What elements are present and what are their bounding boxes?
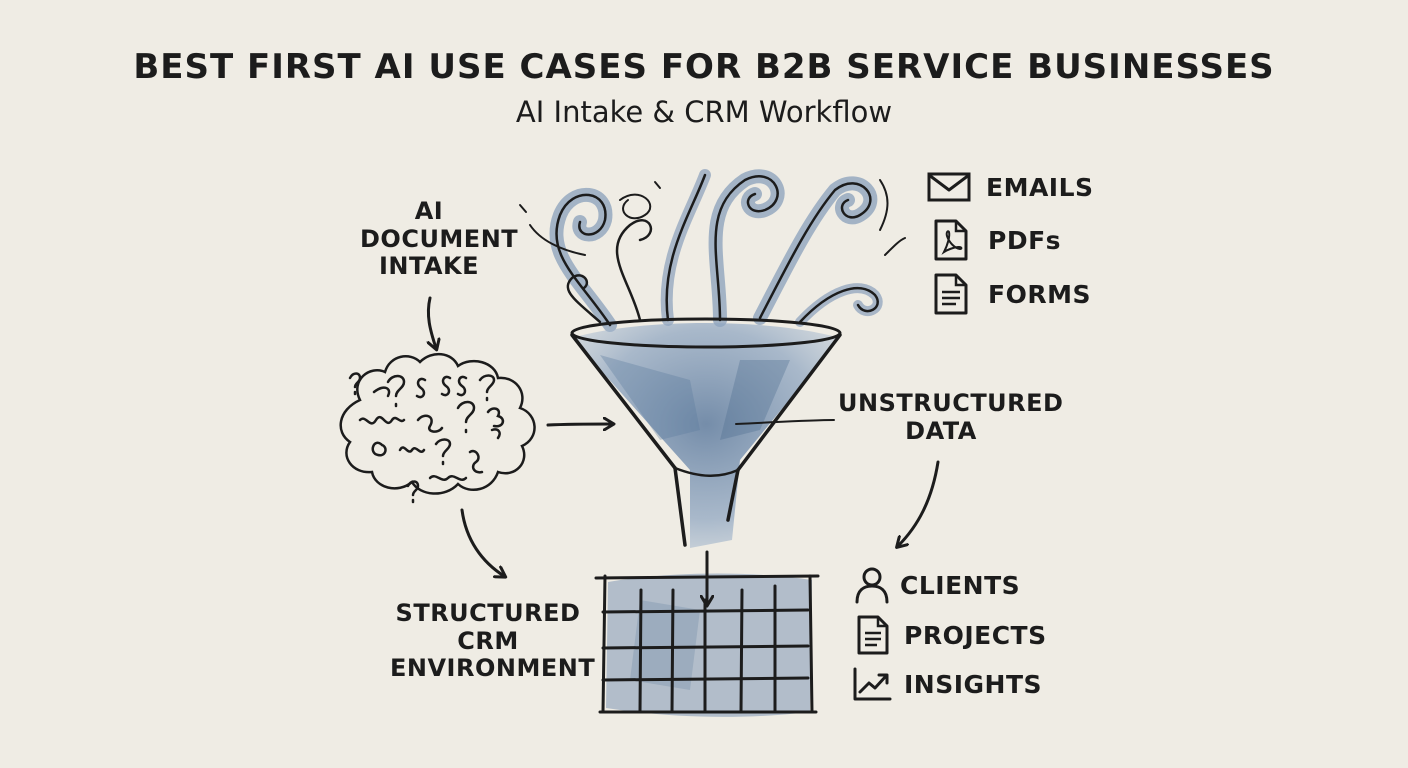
- form-icon: [934, 273, 968, 315]
- messy-data-cloud: [339, 353, 536, 504]
- person-icon: [855, 567, 889, 604]
- input-emails: EMAILS: [926, 170, 1094, 204]
- document-icon: [857, 615, 889, 655]
- label-ai-document-intake: AI DOCUMENT INTAKE: [360, 197, 519, 281]
- output-insights: INSIGHTS: [852, 666, 1042, 702]
- pointer-line-unstructured: [735, 419, 835, 425]
- arrow-cloud-to-crm: [460, 508, 504, 576]
- pdf-icon: [934, 219, 968, 261]
- arrow-unstructured-to-outputs: [898, 460, 940, 546]
- label-unstructured-data: UNSTRUCTURED DATA: [838, 389, 1064, 445]
- output-clients: CLIENTS: [854, 566, 1020, 604]
- chart-icon: [853, 667, 892, 701]
- input-forms: FORMS: [932, 272, 1091, 316]
- arrow-intake-to-cloud: [428, 296, 436, 348]
- label-structured-crm-environment: STRUCTURED CRM ENVIRONMENT: [390, 599, 596, 683]
- arrow-cloud-to-funnel: [546, 424, 612, 425]
- input-pdfs: PDFs: [932, 218, 1061, 262]
- funnel-shape: [570, 317, 842, 548]
- data-streams: [519, 169, 906, 332]
- diagram-title: BEST FIRST AI USE CASES FOR B2B SERVICE …: [133, 47, 1275, 87]
- envelope-icon: [927, 172, 971, 202]
- flow-arrows: [428, 296, 940, 604]
- output-projects: PROJECTS: [856, 614, 1047, 656]
- diagram-subtitle: AI Intake & CRM Workflow: [515, 95, 893, 129]
